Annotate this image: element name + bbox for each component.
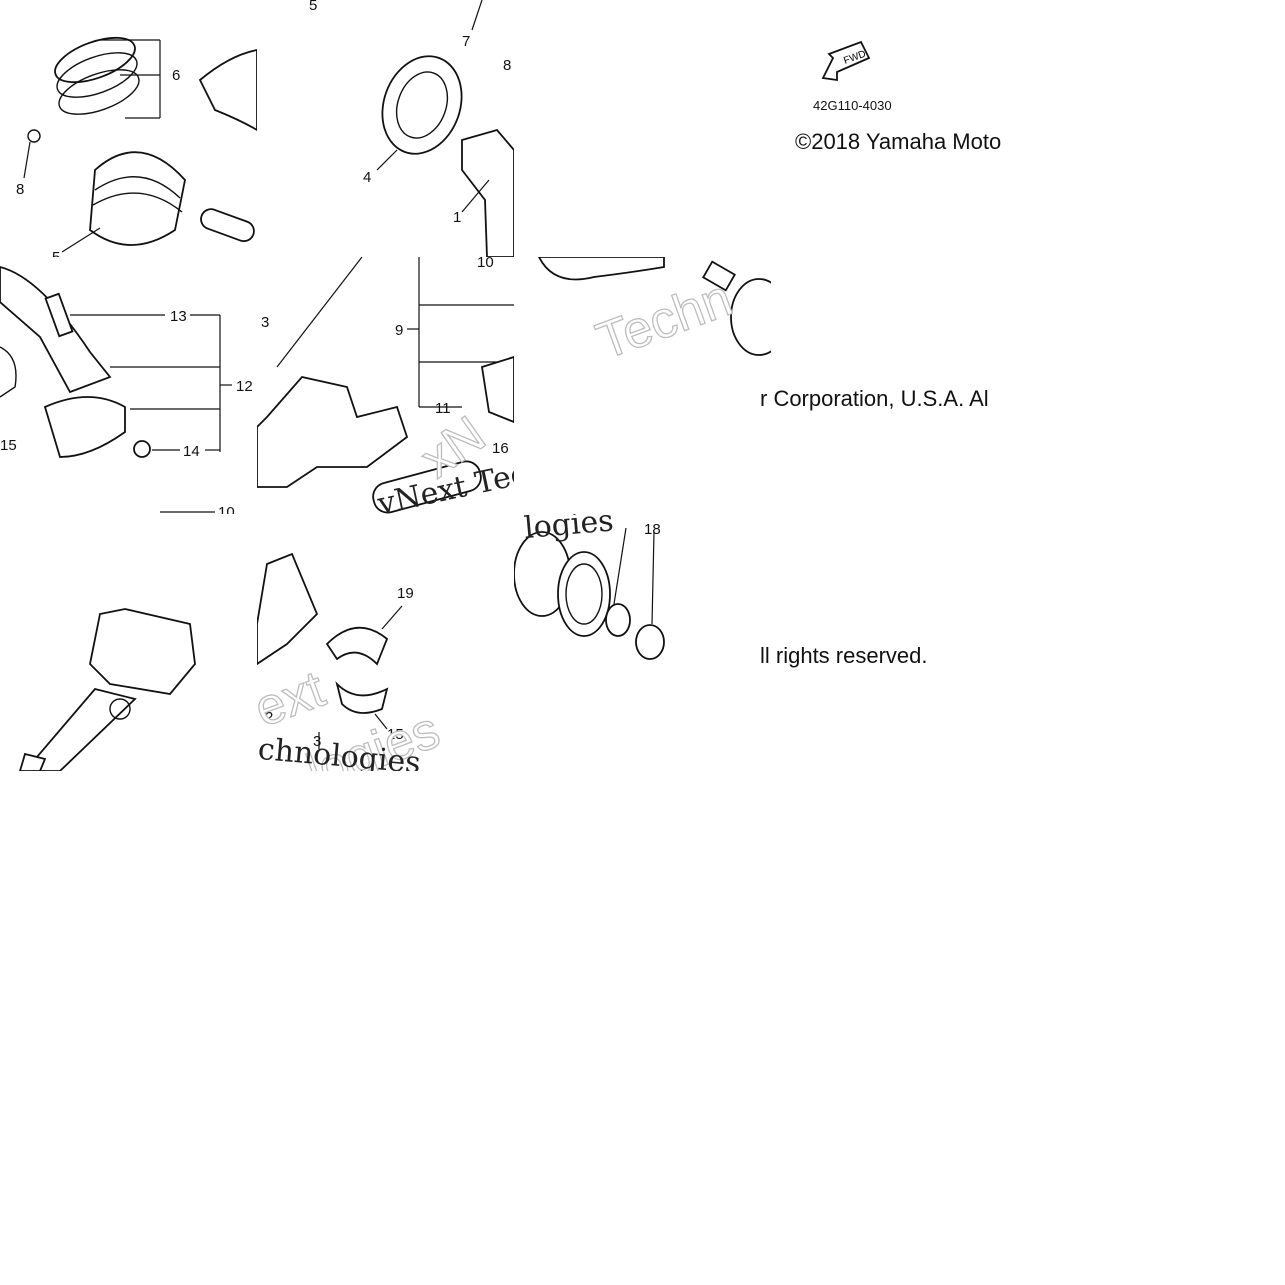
fwd-arrow-icon	[821, 40, 871, 82]
callout-4: 4	[363, 169, 371, 186]
crank-journal	[372, 460, 482, 514]
diagram-tile-gear: 18 logies	[514, 514, 771, 771]
callout-11: 11	[435, 400, 451, 417]
crankshaft-end	[461, 128, 514, 257]
lock-nut	[635, 624, 665, 660]
crank-gear	[480, 356, 514, 423]
callout-16: 16	[492, 440, 509, 457]
diagram-tile-piston: 6 8 5	[0, 0, 257, 257]
callout-19: 19	[397, 585, 414, 602]
watermark-logies-c: logies	[523, 514, 615, 546]
circlip	[27, 129, 41, 143]
crankcase-edge	[537, 257, 665, 281]
bearing-half-upper	[325, 626, 389, 666]
callout-2: 2	[265, 709, 273, 726]
callout-18: 18	[644, 521, 661, 538]
callout-6: 6	[172, 67, 180, 84]
diagram-tile-assembly	[0, 514, 257, 771]
ball-bearing	[381, 55, 463, 155]
copyright-line-2: r Corporation, U.S.A. Al	[760, 386, 989, 411]
callout-10b: 10	[477, 257, 494, 271]
diagram-tile-bearing-halves: 19 2 3 15 ext logies chnologies	[257, 514, 514, 771]
callout-8: 8	[16, 181, 24, 198]
callout-5b: 5	[309, 0, 317, 14]
callout-9: 9	[395, 322, 403, 339]
bearing-half	[198, 49, 257, 132]
piston-ring-1	[54, 36, 136, 84]
watermark-techn: Techn	[589, 269, 739, 371]
crank-stud	[702, 260, 736, 292]
callout-15: 15	[0, 437, 17, 454]
end-bearing	[730, 278, 771, 356]
copyright-line-1: ©2018 Yamaha Moto	[795, 129, 1002, 154]
callout-7: 7	[462, 33, 470, 50]
rod-bolt	[44, 292, 74, 338]
rod-bolt-b	[19, 752, 47, 771]
rod-nut	[133, 440, 151, 458]
callout-3: 3	[261, 314, 269, 331]
crankshaft-web	[257, 376, 409, 488]
piston	[89, 151, 186, 246]
callout-14: 14	[183, 443, 200, 460]
piston-ring-3	[58, 69, 140, 115]
callout-3b: 3	[313, 733, 321, 750]
piston-pin	[200, 208, 255, 243]
piston-assembly	[89, 608, 196, 695]
diagram-tile-fwd: FWD 42G110-4030	[771, 0, 1028, 257]
rod-cap	[43, 396, 126, 458]
watermark-ext: ext	[257, 660, 333, 738]
diagram-tile-conrod: 13 12 14 15 10	[0, 257, 257, 514]
diagram-tile-crank-end: Techn	[514, 257, 771, 514]
piston-ring-2	[56, 52, 138, 98]
bearing-half-lower	[335, 681, 389, 714]
callout-1: 1	[453, 209, 461, 226]
callout-5: 5	[52, 249, 60, 257]
rod-assembly	[23, 687, 137, 771]
callout-12: 12	[236, 378, 253, 395]
callout-10: 10	[218, 504, 235, 514]
washer	[605, 603, 631, 637]
diagram-tile-crankshaft: 3 9 10 11 16 xN vNext Tec	[257, 257, 514, 514]
callout-15b: 15	[387, 726, 404, 743]
callout-8b: 8	[503, 57, 511, 74]
rod-lower	[257, 552, 319, 666]
callout-13: 13	[170, 308, 187, 325]
copyright-line-3: ll rights reserved.	[760, 643, 928, 668]
diagram-tile-bearing: 5 7 8 4 1	[257, 0, 514, 257]
diagram-code: 42G110-4030	[813, 98, 892, 113]
